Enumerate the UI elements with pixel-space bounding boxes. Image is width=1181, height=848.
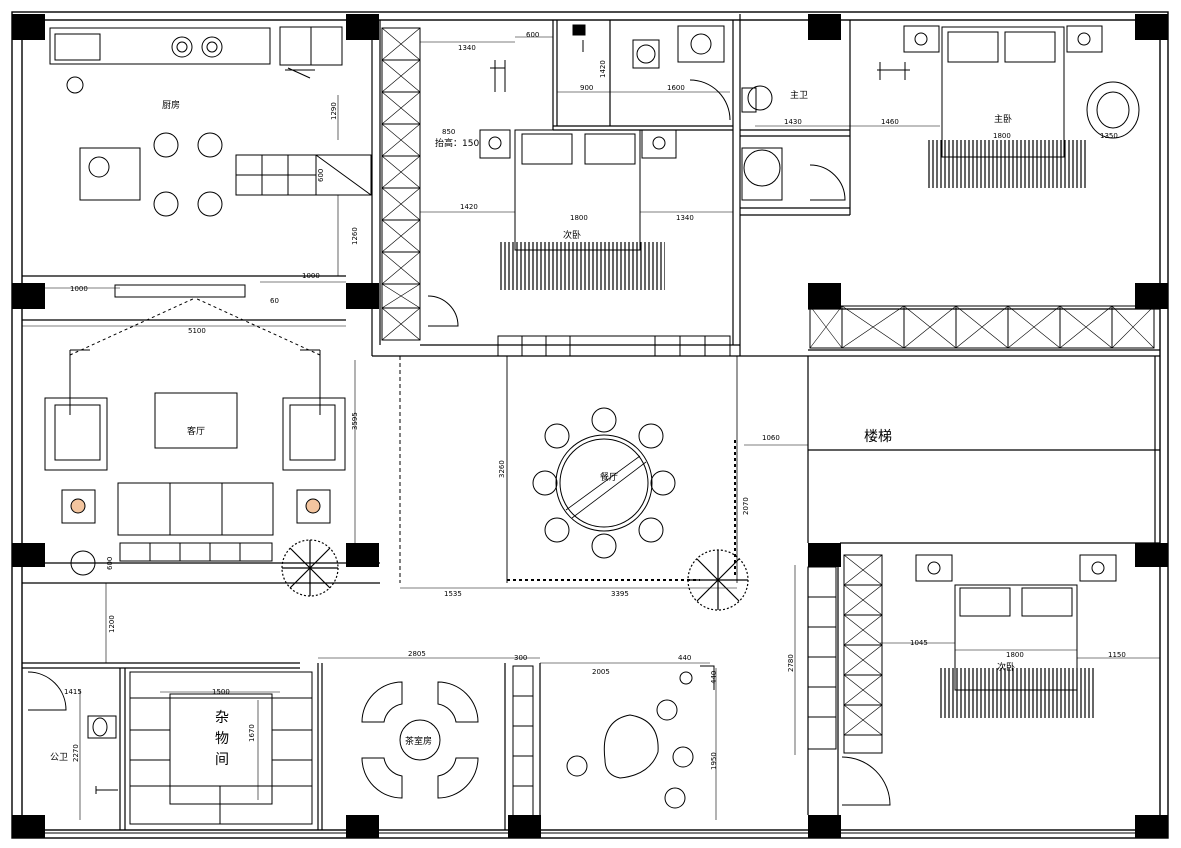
wardrobe-column bbox=[381, 27, 421, 341]
dim-label: 600 bbox=[106, 557, 114, 570]
dim-label: 1535 bbox=[444, 590, 462, 598]
dim-label: 2070 bbox=[742, 497, 750, 515]
potted-tree-icon bbox=[281, 539, 749, 611]
wardrobe-row-east bbox=[809, 305, 1155, 349]
exterior-walls bbox=[11, 11, 1169, 839]
second-bedroom-b bbox=[807, 554, 1117, 806]
second-bedroom-a bbox=[427, 60, 731, 357]
dim-label: 1000 bbox=[302, 272, 320, 280]
structural-columns bbox=[12, 14, 1168, 838]
dim-label: 1800 bbox=[570, 214, 588, 222]
dim-label: 1200 bbox=[108, 615, 116, 633]
dim-label: 1150 bbox=[1108, 651, 1126, 659]
dim-label: 1800 bbox=[1006, 651, 1024, 659]
dim-label: 1350 bbox=[1100, 132, 1118, 140]
storage-label-3: 间 bbox=[215, 752, 229, 768]
stairs-label: 楼梯 bbox=[864, 429, 892, 445]
dim-label: 440 bbox=[678, 654, 691, 662]
dim-label: 1000 bbox=[70, 285, 88, 293]
tea-room-label: 茶室房 bbox=[405, 735, 432, 747]
dim-label: 1260 bbox=[351, 227, 359, 245]
dim-label: 1415 bbox=[64, 688, 82, 696]
storage-label-1: 杂 bbox=[215, 710, 229, 726]
living-room-label: 客厅 bbox=[187, 425, 205, 437]
dining-area bbox=[507, 407, 736, 581]
kitchen bbox=[49, 26, 372, 217]
second-bedroom-a-label: 次卧 bbox=[563, 229, 581, 241]
dim-label: 1340 bbox=[676, 214, 694, 222]
dim-label: 2780 bbox=[787, 654, 795, 672]
master-bedroom-label: 主卧 bbox=[994, 113, 1012, 125]
dim-label: 1600 bbox=[667, 84, 685, 92]
dim-label: 1060 bbox=[762, 434, 780, 442]
master-bedroom bbox=[877, 25, 1140, 188]
room-labels: 厨房 客厅 餐厅 次卧 主卧 主卫 公卫 茶室房 次卧 杂 物 间 楼梯 抬高：… bbox=[50, 89, 1015, 768]
dim-label: 3395 bbox=[611, 590, 629, 598]
dim-label: 1340 bbox=[458, 44, 476, 52]
storage-label-2: 物 bbox=[215, 731, 229, 747]
interior-walls bbox=[22, 14, 1160, 830]
dim-label: 1950 bbox=[710, 752, 718, 770]
living-room bbox=[44, 284, 346, 576]
dining-room-label: 餐厅 bbox=[600, 471, 618, 483]
dim-label: 440 bbox=[710, 671, 718, 684]
dim-label: 1290 bbox=[330, 102, 338, 120]
dim-label: 1500 bbox=[212, 688, 230, 696]
dim-label: 1670 bbox=[248, 724, 256, 742]
dim-label: 5100 bbox=[188, 327, 206, 335]
dim-label: 2005 bbox=[592, 668, 610, 676]
dim-label: 1420 bbox=[599, 60, 607, 78]
dim-label: 2270 bbox=[72, 744, 80, 762]
south-rooms bbox=[27, 665, 715, 831]
dim-label: 3260 bbox=[498, 460, 506, 478]
dimension-labels: 1340 600 1420 900 1600 850 1420 1800 134… bbox=[64, 31, 1126, 770]
second-bedroom-b-label: 次卧 bbox=[997, 661, 1015, 673]
dim-label: 1045 bbox=[910, 639, 928, 647]
dim-label: 1430 bbox=[784, 118, 802, 126]
dim-label: 300 bbox=[514, 654, 527, 662]
dim-label: 1800 bbox=[993, 132, 1011, 140]
master-bath-label: 主卫 bbox=[790, 89, 808, 101]
dim-label: 600 bbox=[526, 31, 539, 39]
dim-label: 60 bbox=[270, 297, 279, 305]
dim-label: 850 bbox=[442, 128, 455, 136]
dim-label: 900 bbox=[580, 84, 593, 92]
dim-label: 600 bbox=[317, 169, 325, 182]
dim-label: 1460 bbox=[881, 118, 899, 126]
dim-label: 1420 bbox=[460, 203, 478, 211]
platform-note: 抬高：150 bbox=[435, 137, 479, 149]
kitchen-label: 厨房 bbox=[162, 99, 180, 111]
public-bath-label: 公卫 bbox=[50, 752, 68, 763]
bathrooms bbox=[572, 24, 846, 201]
dim-label: 3595 bbox=[351, 412, 359, 430]
dimension-lines bbox=[22, 36, 1160, 820]
dim-label: 2805 bbox=[408, 650, 426, 658]
